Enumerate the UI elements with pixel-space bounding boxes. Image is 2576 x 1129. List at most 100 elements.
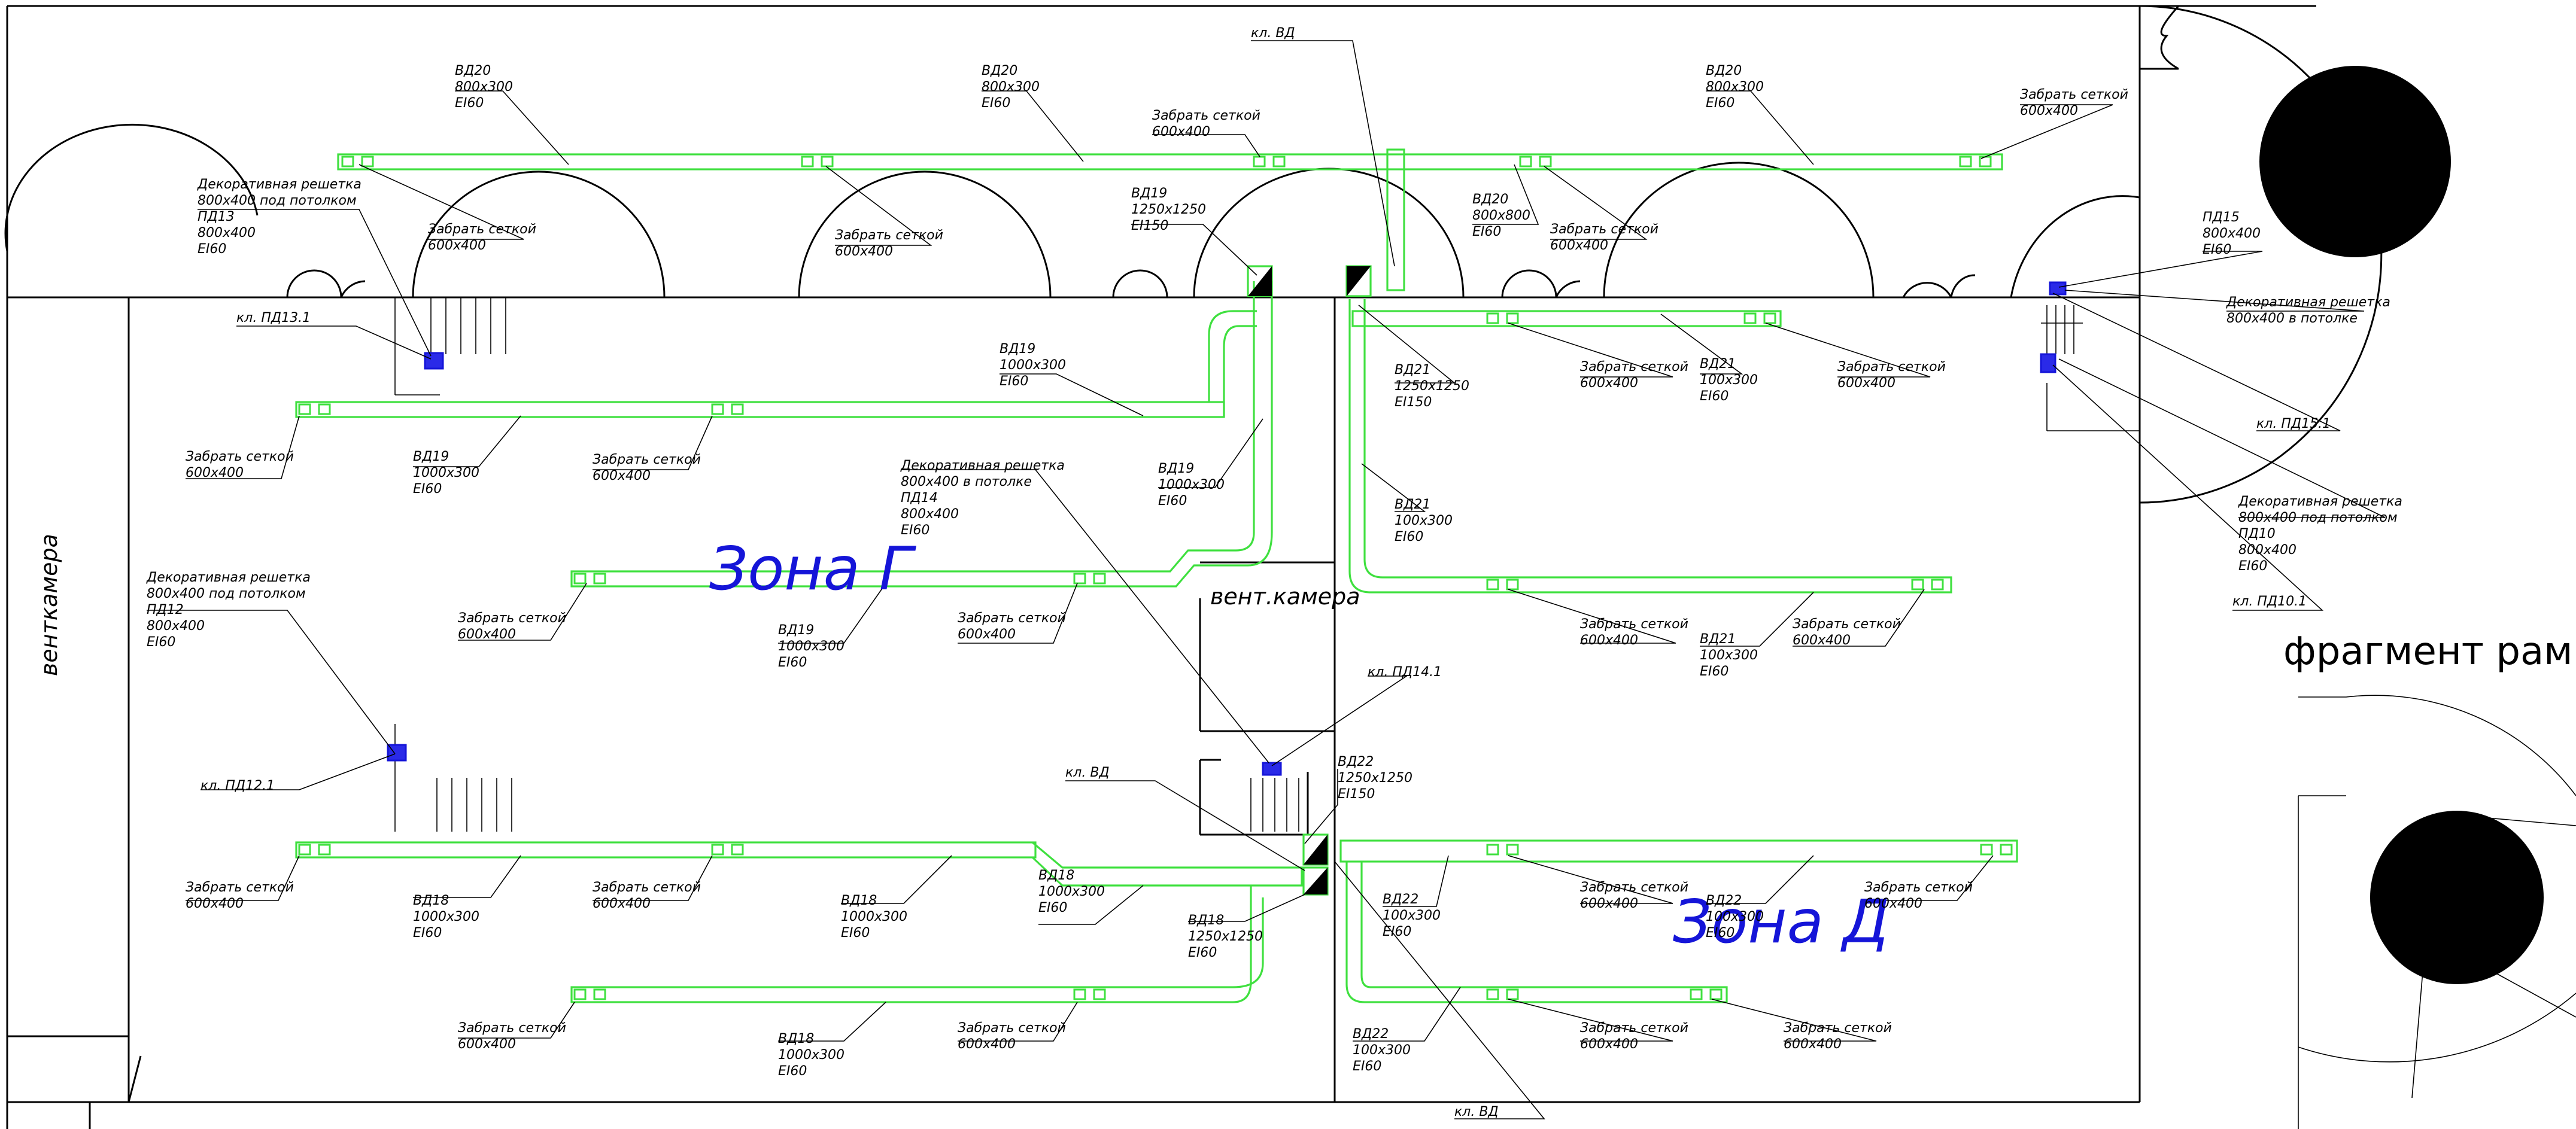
callout-label-line: 1000х300 [841,909,907,924]
callout-label-line: Забрать сеткой [458,1021,566,1036]
callout-label-line: Забрать сеткой [1784,1021,1892,1036]
zone-g-label: Зона Г [709,534,917,604]
callout-label-line: EI60 [413,926,442,941]
callout-label-line: Забрать сеткой [958,1021,1066,1036]
callout-label-line: 600х400 [1580,896,1638,911]
callout-label-line: Забрать сеткой [1580,360,1688,375]
callout-label-line: Декоративная решетка [2238,494,2402,509]
callout-label-line: Забрать сеткой [1864,880,1973,895]
callout-label-line: ВД22 [1383,892,1418,907]
callout-label: кл. ВД [1251,26,1295,41]
callout-label-line: 600х400 [1550,238,1608,253]
callout-label-line: EI60 [147,635,175,650]
grilles [298,156,2013,1000]
callout-label-line: 600х400 [958,1037,1016,1052]
callout-label-line: EI60 [1395,529,1423,544]
callout-label-line: 1250х1250 [1338,771,1412,786]
ramp-fragment-outline [2259,66,2576,1129]
callout-label-line: 800х300 [982,80,1040,95]
callout-label-line: ВД22 [1706,893,1742,908]
callout-label-line: EI60 [778,655,807,670]
callout-label-line: 800х400 под потолком [198,193,357,208]
callout-label-line: ВД20 [1706,63,1742,78]
callout-label-line: ВД21 [1700,632,1736,647]
callout-label-line: ВД18 [1188,913,1224,928]
callout-label-line: ВД19 [1131,186,1167,201]
callout-label-line: 800х800 [1472,208,1530,223]
callout-label: кл. ВД [1454,1104,1499,1119]
callout-label-line: Забрать сеткой [835,228,943,243]
callout-label-line: 1250х1250 [1131,202,1206,217]
callout-label-line: ВД20 [1472,192,1508,207]
callout-label-line: Забрать сеткой [958,611,1066,626]
ventchamber-center-label: вент.камера [1210,583,1360,610]
callout-label-line: Забрать сеткой [593,452,701,467]
callout-label-line: 1000х300 [778,1048,845,1063]
callout-label-line: 600х400 [1152,124,1210,139]
callout-label-line: кл. ВД [1065,765,1110,780]
callout-label-line: Забрать сеткой [1580,1021,1688,1036]
stairs [394,297,2140,832]
callout-label-line: ВД18 [413,893,449,908]
callout-label-line: 100х300 [1353,1043,1411,1058]
callout-label-line: EI60 [841,926,870,941]
callout-label-line: ВД20 [455,63,491,78]
callout-label-line: ВД21 [1700,357,1736,372]
ventchamber-side-label: вентκамера [36,534,62,676]
callout-label-line: EI60 [901,523,929,538]
callout-label-line: EI60 [1188,945,1217,960]
zone-d-label: Зона Д [1673,887,1890,957]
callout-label-line: 100х300 [1395,513,1453,528]
callout-label-line: кл. ПД10.1 [2232,594,2307,609]
callout-label-line: EI60 [1353,1059,1381,1074]
callout-label-line: EI60 [1706,96,1734,111]
callout-label-line: 600х400 [1793,633,1851,648]
callout-label-line: 600х400 [186,465,244,480]
callout-label-line: 600х400 [835,244,893,259]
callout-label-line: 800х300 [455,80,513,95]
callout-label-line: 800х400 в потолке [2226,311,2358,326]
duct-vd19-upper [295,401,1225,418]
callout-label-line: кл. ПД15.1 [2256,416,2331,431]
callout-label-line: 1000х300 [413,909,479,924]
callout-label-line: Декоративная решетка [900,458,1065,473]
callout-label-line: ПД10 [2238,527,2276,541]
callout-label-line: EI60 [2238,559,2267,574]
callout-label-line: EI60 [1700,389,1729,404]
callout-label-line: EI60 [455,96,484,111]
duct-vd18-lower [570,885,1264,1003]
callout-label-line: 600х400 [428,238,486,253]
callout-label-line: 100х300 [1700,648,1758,663]
callout-label: кл. ПД10.1 [2232,594,2307,609]
callout-label-line: Забрать сеткой [1550,222,1658,237]
callout-label-line: 800х400 в потолке [901,474,1032,489]
callout-label-line: EI60 [1706,926,1734,941]
callout-label-line: EI60 [1383,924,1411,939]
callout-label-line: EI60 [413,482,442,497]
callout-label: кл. ПД13.1 [236,311,311,325]
callout-label-line: Забрать сеткой [2020,87,2128,102]
callout-label-line: 800х400 [2238,543,2296,558]
callout-label-line: ВД18 [778,1031,814,1046]
